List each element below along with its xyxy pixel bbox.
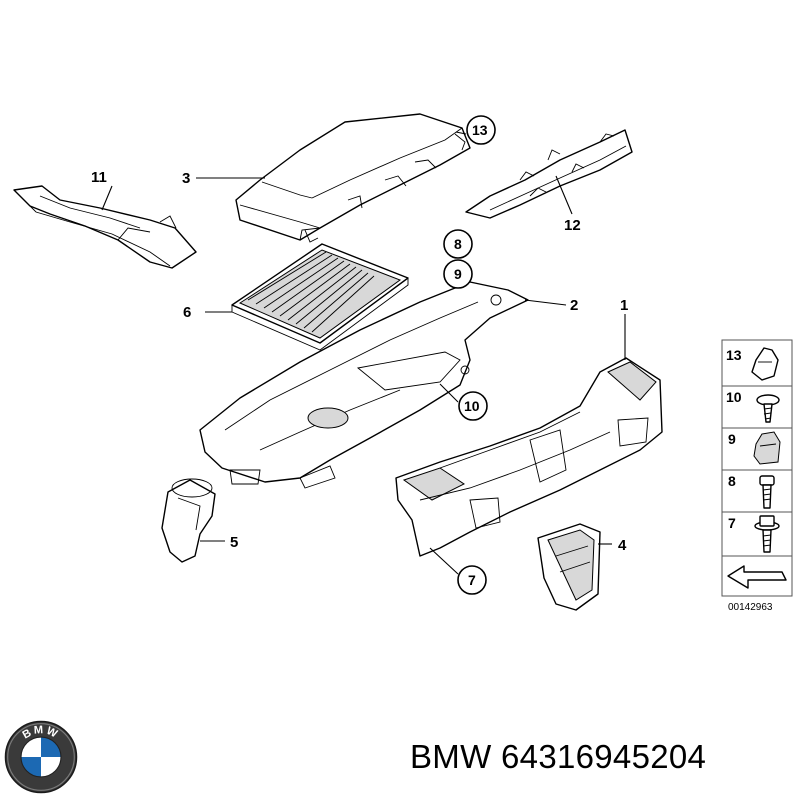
svg-text:BMW: BMW: [21, 724, 62, 741]
part-4-duct-adapter: [537, 523, 601, 611]
fastener-legend: 13 10 9 8 7: [721, 339, 793, 613]
callout-12: 12: [564, 217, 581, 234]
part-12-bracket-strip: [465, 129, 633, 219]
legend-label-13: 13: [726, 347, 742, 363]
callout-ring-8: [443, 229, 473, 259]
legend-label-7: 7: [728, 515, 736, 531]
callout-5: 5: [230, 534, 238, 551]
callout-7: 7: [468, 572, 476, 588]
callout-ring-13: [466, 115, 496, 145]
legend-cell-10: [721, 385, 793, 430]
callout-10: 10: [464, 398, 480, 414]
part-number-caption: BMW 64316945204: [410, 738, 707, 775]
bmw-logo-text: BMW: [21, 724, 59, 741]
legend-label-10: 10: [726, 389, 742, 405]
leader-lines: [101, 131, 626, 575]
callout-6: 6: [183, 304, 191, 321]
part-5-elbow-duct: [161, 478, 216, 563]
part-2-filter-housing: [199, 281, 529, 489]
part-1-intake-duct: [395, 357, 663, 557]
part-11-trim-panel: [13, 185, 197, 269]
expanding-nut-icon: [753, 431, 781, 465]
callouts: 11 3 12 6 2 1 5 4 13 8 9 10 7: [91, 115, 628, 595]
bmw-logo-icon: BMW: [4, 720, 78, 794]
direction-arrow-icon: [727, 565, 787, 589]
bolt-icon: [759, 475, 775, 509]
legend-label-8: 8: [728, 473, 736, 489]
callout-ring-10: [458, 391, 488, 421]
screw-icon: [756, 394, 780, 423]
legend-cell-7: [721, 511, 793, 559]
callout-8: 8: [454, 236, 462, 252]
part-6-filter-element: [231, 243, 409, 351]
callout-11: 11: [91, 169, 107, 186]
callout-9: 9: [454, 266, 462, 282]
reference-number: 00142963: [728, 602, 773, 613]
legend-label-9: 9: [728, 431, 736, 447]
clip-nut-icon: [751, 347, 779, 381]
callout-ring-7: [457, 565, 487, 595]
part-3-filter-cover: [235, 113, 471, 243]
callout-2: 2: [570, 297, 578, 314]
callout-4: 4: [618, 537, 627, 554]
callout-13: 13: [472, 122, 488, 138]
hex-bolt-icon: [754, 515, 780, 553]
callout-3: 3: [182, 170, 190, 187]
callout-ring-9: [443, 259, 473, 289]
callout-1: 1: [620, 297, 628, 314]
